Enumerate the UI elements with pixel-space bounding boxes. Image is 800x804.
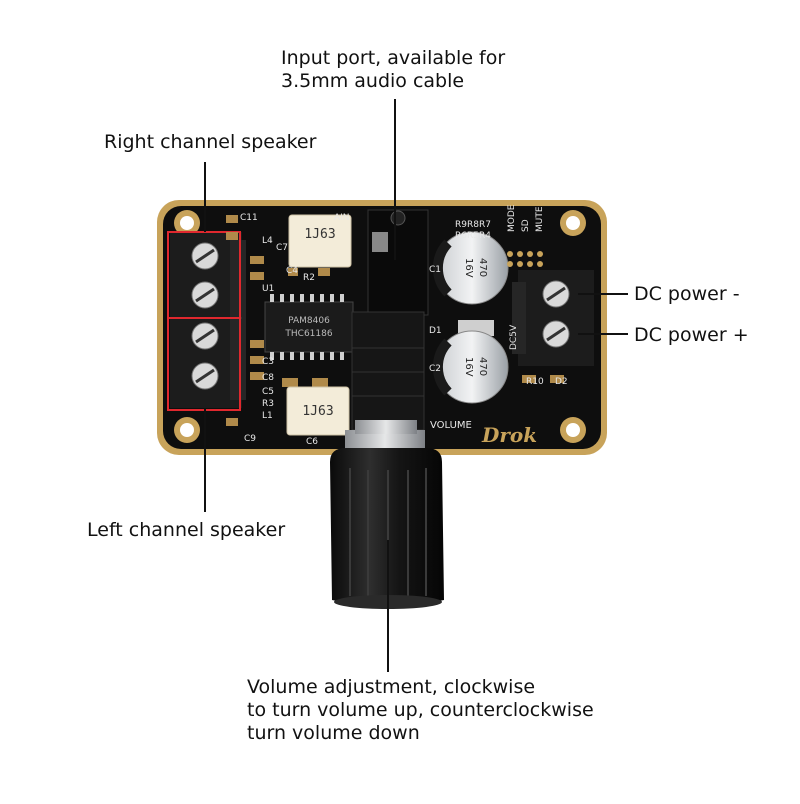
mounting-hole-icon	[174, 210, 586, 443]
svg-text:DC5V: DC5V	[509, 324, 519, 350]
amplifier-chip: PAM8406 THC61186	[264, 294, 354, 360]
svg-text:PAM8406: PAM8406	[288, 316, 330, 326]
volume-label: Volume adjustment, clockwise to turn vol…	[247, 676, 594, 745]
jumper-pins	[507, 251, 543, 267]
svg-text:470: 470	[477, 258, 488, 277]
svg-text:C5: C5	[262, 387, 274, 397]
svg-text:C6: C6	[306, 437, 318, 447]
capacitor-top: 470 16V	[432, 231, 509, 305]
volume-knob	[330, 420, 444, 609]
leader-lines	[204, 99, 628, 672]
svg-text:R2: R2	[303, 273, 315, 283]
svg-text:C9: C9	[244, 434, 256, 444]
screw-icon	[542, 280, 570, 348]
dc-terminal-block	[512, 270, 594, 366]
svg-text:C4: C4	[286, 266, 298, 276]
svg-text:R6R5R4: R6R5R4	[455, 231, 491, 241]
volume-label-line: to turn volume up, counterclockwise	[247, 699, 594, 721]
svg-text:C3: C3	[262, 357, 274, 367]
svg-text:C11: C11	[240, 213, 258, 223]
svg-text:R10: R10	[526, 377, 544, 387]
svg-text:C2: C2	[429, 364, 441, 374]
svg-text:470: 470	[477, 357, 488, 376]
capacitor-bottom: 470 16V	[432, 330, 509, 404]
svg-text:THC61186: THC61186	[284, 329, 332, 339]
drok-logo: Drok	[481, 423, 537, 447]
svg-text:R3: R3	[262, 399, 274, 409]
svg-text:1J63: 1J63	[304, 227, 335, 242]
svg-text:1J63: 1J63	[302, 404, 333, 419]
svg-text:D2: D2	[555, 377, 568, 387]
svg-text:L1: L1	[262, 411, 273, 421]
svg-text:16V: 16V	[463, 357, 474, 377]
dc-minus-label: DC power -	[634, 283, 740, 305]
svg-text:MODE: MODE	[507, 204, 517, 232]
input-port-label: Input port, available for 3.5mm audio ca…	[281, 47, 505, 93]
left-channel-label: Left channel speaker	[87, 519, 286, 541]
svg-text:SD: SD	[521, 219, 531, 232]
potentiometer-body	[351, 311, 425, 431]
svg-text:C7: C7	[276, 243, 288, 253]
audio-input-jack	[367, 209, 429, 316]
dc-plus-label: DC power +	[634, 324, 749, 346]
speaker-terminal-block	[167, 231, 246, 411]
svg-text:C8: C8	[262, 373, 274, 383]
volume-label-line: Volume adjustment, clockwise	[247, 676, 536, 698]
svg-text:L4: L4	[262, 236, 273, 246]
svg-text:AIN: AIN	[334, 213, 350, 223]
input-port-label-line: Input port, available for	[281, 47, 506, 69]
svg-text:R9R8R7: R9R8R7	[455, 220, 491, 230]
inductor-top: 1J63	[288, 214, 352, 268]
svg-text:D1: D1	[429, 326, 442, 336]
volume-label-line: turn volume down	[247, 722, 420, 744]
silkscreen-labels: C11 L4 C7 C4 R2 U1 AIN C1 C2 D1 C3 C8 C5…	[240, 204, 568, 447]
smd-components	[226, 215, 564, 426]
inductor-bottom: 1J63	[286, 386, 350, 436]
svg-text:16V: 16V	[463, 258, 474, 278]
svg-text:U1: U1	[262, 284, 274, 294]
screw-icon	[191, 242, 219, 390]
svg-text:MUTE: MUTE	[535, 206, 545, 232]
right-channel-label: Right channel speaker	[104, 131, 317, 153]
input-port-label-line: 3.5mm audio cable	[281, 70, 465, 92]
svg-text:VOLUME: VOLUME	[430, 420, 472, 431]
svg-text:C1: C1	[429, 265, 441, 275]
